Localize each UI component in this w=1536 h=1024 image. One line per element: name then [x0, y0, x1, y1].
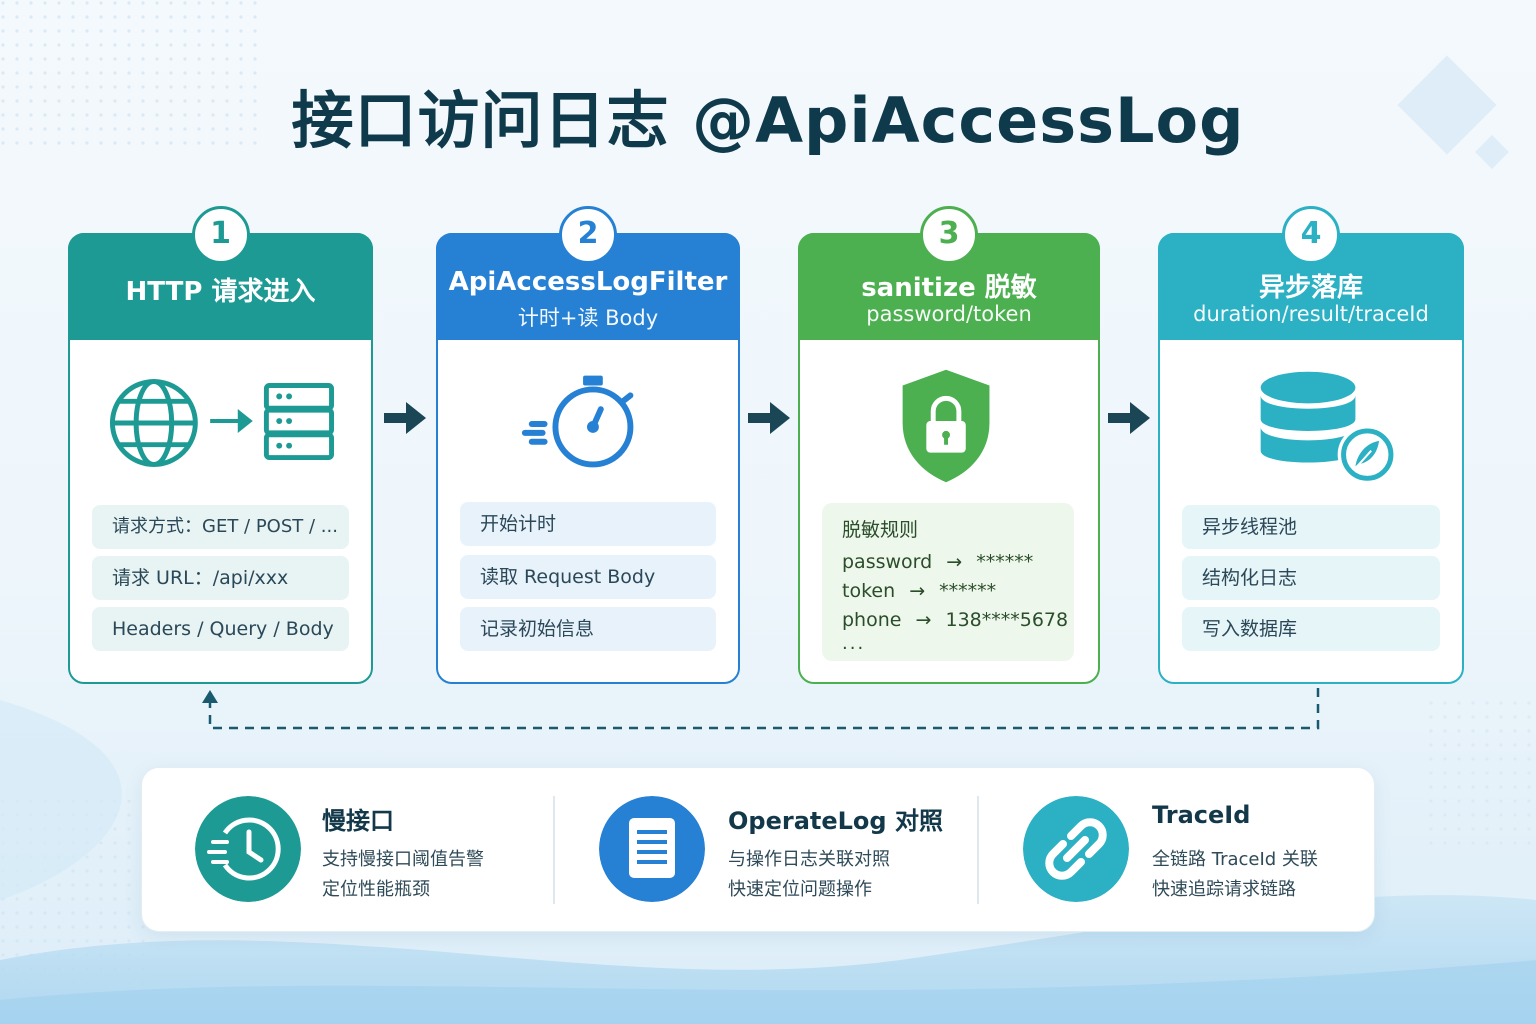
rule-value: ******	[976, 551, 1034, 573]
server-icon	[263, 383, 334, 461]
filter-step-item: 开始计时	[460, 502, 716, 546]
step-card-http-request: HTTP 请求进入 1 请求方式：GET / POST / ... 请求 URL…	[68, 206, 373, 684]
rule-key: token	[842, 580, 896, 602]
persist-step-item: 结构化日志	[1182, 556, 1440, 600]
step-title: sanitize 脱敏	[861, 273, 1037, 303]
request-info-item: 请求方式：GET / POST / ...	[92, 505, 349, 549]
arrow-right-icon	[210, 409, 253, 434]
step-number-badge: 1	[191, 206, 250, 264]
step-subtitle: password/token	[866, 302, 1032, 326]
rule-arrow: →	[909, 580, 926, 602]
rule-value: ******	[939, 580, 997, 602]
feather-icon	[1337, 425, 1397, 485]
rule-key: password	[842, 551, 933, 573]
step-card-async-persist: 异步落库 duration/result/traceId 4 异步线程池 结构化…	[1158, 206, 1464, 684]
step-card-filter: ApiAccessLogFilter 计时+读 Body 2 开始计时 读取 R…	[436, 206, 740, 684]
feature-operate-log: OperateLog 对照 与操作日志关联对照 快速定位问题操作	[555, 768, 975, 933]
rules-more: ...	[842, 633, 866, 654]
step-subtitle: 计时+读 Body	[517, 306, 659, 330]
step-card-sanitize: sanitize 脱敏 password/token 3 脱敏规则 passwo…	[798, 206, 1100, 684]
step-title: 异步落库	[1258, 273, 1363, 303]
rule-key: phone	[842, 609, 902, 631]
step-subtitle: duration/result/traceId	[1193, 302, 1429, 326]
feature-trace-id: TraceId 全链路 TraceId 关联 快速追踪请求链路	[979, 768, 1374, 933]
flow-arrow-icon	[1108, 402, 1150, 434]
step-illustration	[109, 379, 334, 467]
database-icon	[1260, 371, 1397, 485]
clock-history-icon	[195, 796, 301, 902]
filter-step-item: 记录初始信息	[460, 607, 716, 651]
rule-row: password → ******	[842, 551, 1033, 573]
request-info-item: Headers / Query / Body	[92, 607, 349, 651]
persist-step-item: 写入数据库	[1182, 607, 1440, 651]
feature-line: 与操作日志关联对照	[728, 849, 890, 870]
rule-row: phone → 138****5678	[842, 609, 1068, 631]
feature-slow-api: 慢接口 支持慢接口阈值告警 定位性能瓶颈	[142, 768, 552, 933]
stopwatch-icon	[521, 375, 634, 468]
rule-arrow: →	[915, 609, 932, 631]
shield-lock-icon	[902, 369, 990, 483]
feature-line: 全链路 TraceId 关联	[1152, 849, 1318, 870]
step-header: sanitize 脱敏 password/token	[798, 233, 1100, 340]
page-title: 接口访问日志 @ApiAccessLog	[291, 84, 1245, 157]
flow-arrow-icon	[748, 402, 790, 434]
step-title: ApiAccessLogFilter	[448, 267, 728, 297]
rule-value: 138****5678	[945, 609, 1069, 631]
feature-line: 快速追踪请求链路	[1152, 879, 1296, 900]
feature-title: TraceId	[1152, 801, 1251, 829]
flow-arrow-icon	[384, 402, 426, 434]
request-info-item: 请求 URL：/api/xxx	[92, 556, 349, 600]
document-icon	[599, 796, 705, 902]
step-number-badge: 4	[1282, 206, 1340, 264]
divider	[977, 796, 979, 904]
step-title: HTTP 请求进入	[125, 277, 316, 307]
globe-icon	[109, 379, 198, 467]
rule-arrow: →	[946, 551, 963, 573]
feature-line: 支持慢接口阈值告警	[322, 849, 484, 870]
divider	[553, 796, 555, 904]
persist-step-item: 异步线程池	[1182, 505, 1440, 549]
feature-panel: 慢接口 支持慢接口阈值告警 定位性能瓶颈 OperateLog 对照 与操作日志…	[141, 767, 1375, 932]
filter-step-item: 读取 Request Body	[460, 555, 716, 599]
link-icon	[1023, 796, 1129, 902]
step-number-badge: 2	[559, 206, 617, 264]
rule-row: token → ******	[842, 580, 996, 602]
feature-title: OperateLog 对照	[728, 807, 943, 835]
sanitize-rules-box: 脱敏规则 password → ****** token → ****** ph…	[822, 503, 1074, 661]
feature-title: 慢接口	[322, 807, 394, 835]
step-number-badge: 3	[920, 206, 978, 264]
feature-line: 定位性能瓶颈	[322, 879, 430, 900]
feature-line: 快速定位问题操作	[728, 879, 872, 900]
rules-title: 脱敏规则	[842, 519, 919, 541]
